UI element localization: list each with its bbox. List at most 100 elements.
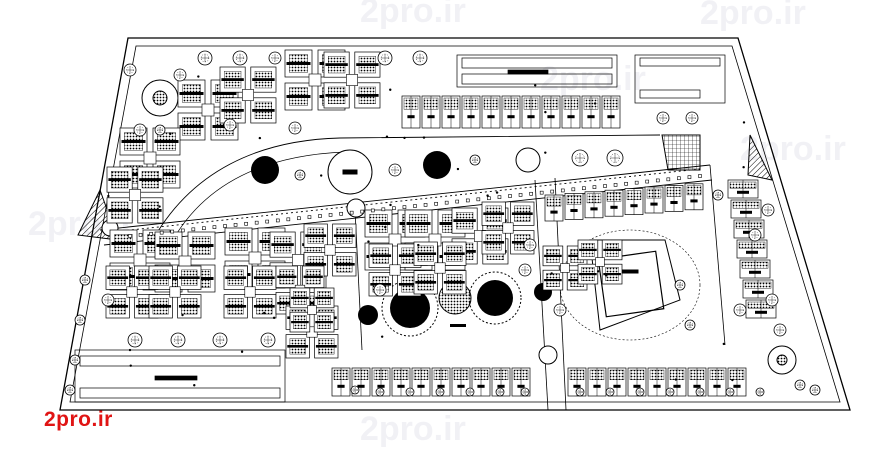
- row-houses-north: [456, 54, 726, 104]
- planter-mark: [582, 186, 586, 191]
- apartment-cluster: [119, 127, 181, 189]
- apartment-cluster: [219, 66, 277, 124]
- planter-mark: [476, 197, 481, 202]
- shrub-dot: [495, 191, 499, 194]
- shrub-dot: [380, 222, 383, 225]
- townhouse-unit: [644, 186, 664, 214]
- planter-mark: [497, 195, 502, 199]
- shrub-dot: [722, 342, 725, 346]
- tree-icon: [773, 323, 787, 337]
- shrub-dot: [193, 384, 196, 387]
- tree-icon: [260, 332, 276, 348]
- tree-icon: [405, 387, 415, 397]
- planter-mark: [518, 193, 523, 197]
- planter-mark: [592, 185, 597, 189]
- townhouse-unit: [739, 259, 771, 279]
- planter-mark: [645, 179, 650, 184]
- shrub-dot: [158, 205, 161, 208]
- tree-icon: [154, 124, 166, 136]
- planter-mark: [233, 223, 238, 227]
- planter-mark: [170, 229, 175, 234]
- townhouse-unit: [604, 189, 624, 217]
- planter-mark: [687, 175, 692, 179]
- planter-mark: [318, 214, 322, 218]
- tree-icon: [375, 387, 385, 397]
- tree-icon: [435, 387, 445, 397]
- townhouse-unit: [684, 183, 704, 211]
- townhouse-row-south-west: [331, 367, 531, 397]
- planter-mark: [223, 224, 227, 228]
- planter-mark: [423, 203, 428, 207]
- planter-mark: [465, 198, 470, 203]
- apartment-cluster: [289, 287, 335, 333]
- shrub-dot: [389, 88, 392, 91]
- shrub-dot: [550, 272, 553, 275]
- tree-icon: [712, 189, 724, 201]
- townhouse-unit: [411, 367, 431, 397]
- shrub-dot: [129, 364, 132, 367]
- shrub-dot: [389, 203, 392, 207]
- planter-mark: [444, 200, 449, 205]
- planter-mark: [328, 213, 333, 217]
- townhouse-unit: [491, 367, 511, 397]
- townhouse-unit: [481, 95, 501, 129]
- tree-icon: [674, 279, 686, 291]
- shrub-dot: [384, 225, 387, 229]
- planter-mark: [128, 234, 132, 238]
- apartment-cluster: [223, 265, 277, 319]
- townhouse-row-north: [401, 95, 621, 129]
- planter-mark: [434, 201, 438, 206]
- planter-mark: [307, 215, 312, 219]
- townhouse-unit: [727, 179, 759, 199]
- townhouse-unit: [391, 367, 411, 397]
- townhouse-row-south-east: [567, 367, 747, 397]
- shrub-dot: [731, 378, 734, 382]
- planter-mark: [455, 199, 460, 204]
- townhouse-unit: [664, 185, 684, 212]
- townhouse-unit: [421, 95, 441, 129]
- tree-icon: [212, 332, 228, 348]
- planter-mark: [254, 220, 259, 225]
- residential-clusters: [105, 49, 704, 359]
- shrub-dot: [742, 166, 745, 169]
- tree-icon: [173, 68, 187, 82]
- apartment-cluster: [148, 265, 202, 319]
- planter-mark: [634, 180, 639, 185]
- tree-icon: [523, 238, 537, 252]
- shrub-dot: [240, 350, 244, 353]
- planter-mark: [297, 216, 301, 221]
- shrub-dot: [197, 75, 200, 78]
- shrub-dot: [605, 274, 608, 277]
- planter-mark: [550, 189, 555, 194]
- tree-icon: [606, 149, 624, 167]
- hatched-plaza-east: [747, 134, 773, 181]
- tree-icon: [288, 121, 302, 135]
- townhouse-unit: [441, 95, 461, 129]
- shrub-dot: [385, 135, 389, 138]
- tree-icon: [809, 384, 821, 396]
- townhouse-unit: [561, 95, 581, 129]
- townhouse-unit: [587, 367, 607, 397]
- tree-icon: [223, 118, 237, 132]
- shrub-dot: [422, 136, 426, 139]
- tree-icon: [725, 387, 735, 397]
- tree-icon: [74, 314, 86, 326]
- townhouse-unit: [707, 367, 727, 397]
- planter-mark: [613, 183, 618, 187]
- planter-mark: [508, 194, 512, 198]
- planter-mark: [487, 196, 491, 201]
- tree-icon: [695, 387, 705, 397]
- planter-mark: [370, 208, 375, 213]
- apartment-cluster: [303, 223, 357, 277]
- boulevard-planters: [107, 75, 746, 387]
- townhouse-unit: [544, 194, 564, 222]
- tree-icon: [748, 228, 762, 242]
- planter-mark: [191, 227, 196, 232]
- tree-icon: [469, 154, 481, 166]
- planter-mark: [381, 207, 386, 212]
- tree-icon: [553, 303, 567, 317]
- tree-icon: [388, 163, 402, 177]
- tree-icon: [794, 379, 806, 391]
- townhouse-unit: [647, 367, 667, 397]
